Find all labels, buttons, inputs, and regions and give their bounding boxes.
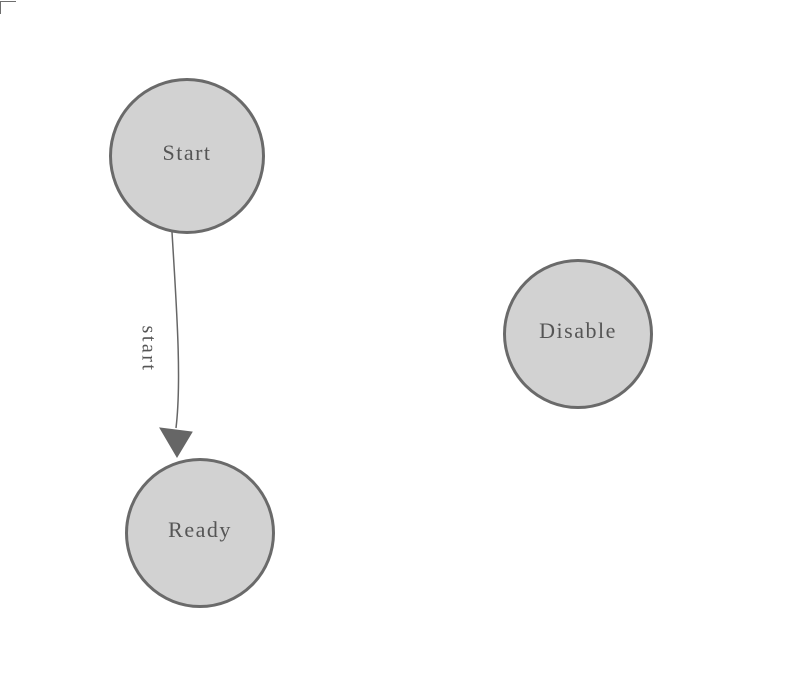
arrowhead-icon xyxy=(159,427,193,458)
node-ready-circle xyxy=(125,458,275,608)
node-ready-label: Ready xyxy=(168,517,232,542)
node-disable-circle xyxy=(503,259,653,409)
edge-label: start xyxy=(138,326,160,373)
node-ready[interactable]: Ready xyxy=(125,458,275,608)
node-start-label: Start xyxy=(162,140,211,165)
canvas-origin-corner-icon xyxy=(0,1,16,14)
node-start[interactable]: Start xyxy=(109,78,265,234)
edge-start-to-ready[interactable]: start xyxy=(138,231,193,458)
node-start-circle xyxy=(109,78,265,234)
node-disable-label: Disable xyxy=(539,318,617,343)
node-disable[interactable]: Disable xyxy=(503,259,653,409)
edge-path xyxy=(171,231,180,429)
